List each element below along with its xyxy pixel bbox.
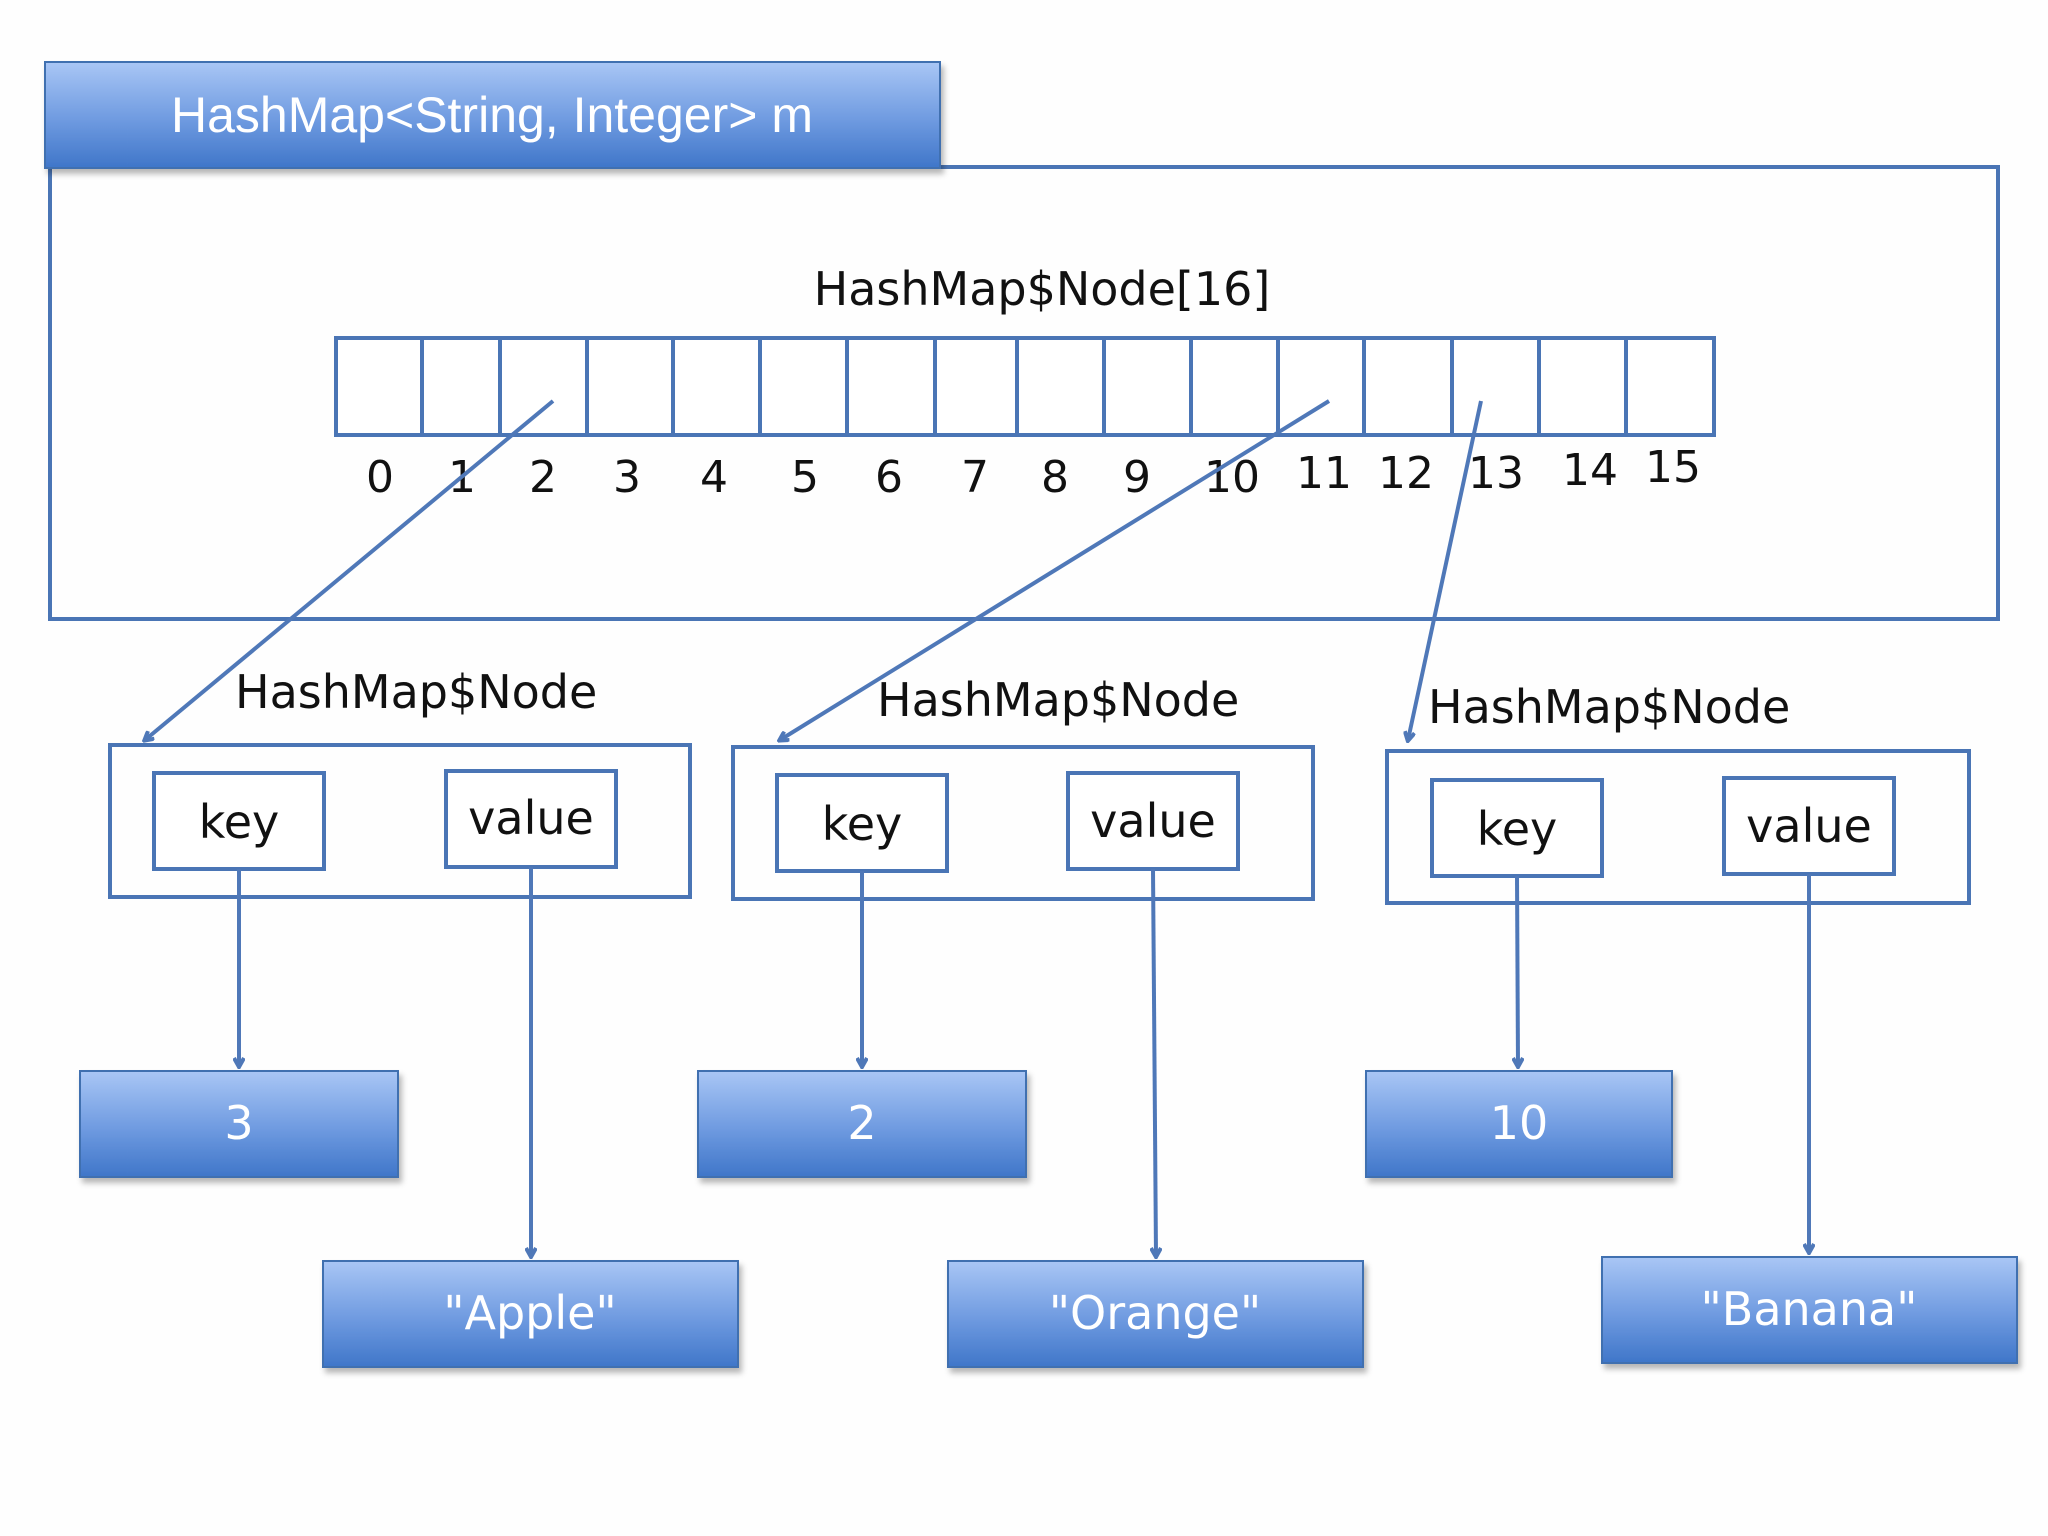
bucket-to-node-arrow <box>1408 400 1483 740</box>
array-cell <box>334 336 424 437</box>
value-field <box>1722 776 1896 876</box>
key-field <box>1430 778 1604 878</box>
array-index-label: 14 <box>1562 445 1618 496</box>
value-pointer-arrow <box>1153 868 1156 1256</box>
array-cell <box>1102 336 1193 437</box>
value-field-label: value <box>1746 799 1872 853</box>
array-label: HashMap$Node[16] <box>814 262 1271 316</box>
hashmap-header-label: HashMap<String, Integer> m <box>171 87 813 143</box>
array-cell <box>1189 336 1280 437</box>
node-label: HashMap$Node <box>235 665 597 719</box>
array-index-label: 13 <box>1468 448 1524 499</box>
value-string-label: "Orange" <box>1049 1286 1261 1340</box>
array-index-label: 15 <box>1645 442 1701 493</box>
array-index-label: 9 <box>1123 452 1151 503</box>
hashmap-container <box>48 165 2000 621</box>
array-cell <box>933 336 1019 437</box>
key-value-label: 2 <box>847 1096 876 1150</box>
node-box <box>731 745 1315 901</box>
array-index-label: 11 <box>1296 448 1352 499</box>
key-field-label: key <box>822 797 903 851</box>
array-cell <box>845 336 937 437</box>
array-cell <box>1624 336 1716 437</box>
key-value-label: 10 <box>1490 1096 1549 1150</box>
key-field <box>152 771 326 871</box>
node-label: HashMap$Node <box>877 673 1239 727</box>
array-cell <box>671 336 762 437</box>
array-cell <box>1537 336 1628 437</box>
array-index-label: 4 <box>700 452 728 503</box>
value-field-label: value <box>1090 794 1216 848</box>
array-cell <box>498 336 589 437</box>
array-cell <box>1015 336 1106 437</box>
value-string-box <box>1601 1256 2018 1364</box>
array-index-label: 8 <box>1041 452 1069 503</box>
value-field-label: value <box>468 791 594 845</box>
array-cell <box>1362 336 1454 437</box>
key-pointer-arrow <box>1517 875 1518 1066</box>
array-index-label: 6 <box>875 452 903 503</box>
array-index-label: 7 <box>961 452 989 503</box>
bucket-to-node-arrow <box>780 399 1331 740</box>
array-index-label: 3 <box>613 452 641 503</box>
value-string-label: "Apple" <box>443 1286 616 1340</box>
value-field <box>1066 771 1240 871</box>
hashmap-header <box>44 61 941 169</box>
key-field-label: key <box>199 795 280 849</box>
key-value-box <box>79 1070 399 1178</box>
node-label: HashMap$Node <box>1428 680 1790 734</box>
array-cell <box>420 336 502 437</box>
array-index-label: 12 <box>1378 448 1434 499</box>
value-string-box <box>322 1260 739 1368</box>
value-string-label: "Banana" <box>1701 1282 1918 1336</box>
array-cell <box>1276 336 1366 437</box>
array-index-label: 0 <box>366 452 394 503</box>
array-cell <box>1450 336 1541 437</box>
key-value-box <box>697 1070 1027 1178</box>
node-box <box>1385 749 1971 905</box>
array-cells <box>334 336 1716 437</box>
bucket-to-node-arrow <box>145 399 555 740</box>
node-box <box>108 743 692 899</box>
key-field-label: key <box>1477 802 1558 856</box>
key-value-label: 3 <box>224 1096 253 1150</box>
key-field <box>775 773 949 873</box>
array-index-label: 2 <box>529 452 557 503</box>
array-cell <box>758 336 849 437</box>
value-string-box <box>947 1260 1364 1368</box>
array-index-label: 5 <box>791 452 819 503</box>
array-cell <box>585 336 675 437</box>
key-value-box <box>1365 1070 1673 1178</box>
